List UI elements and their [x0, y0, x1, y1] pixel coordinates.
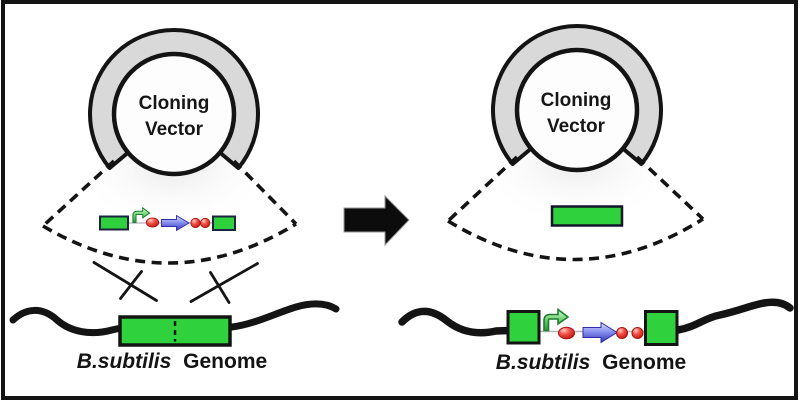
right-genome-line-left	[398, 307, 524, 337]
right-vector-label-line2: Vector	[547, 116, 606, 137]
right-gene-arrow-icon	[582, 321, 618, 344]
right-red-dot-1	[616, 327, 628, 339]
right-integrated-construct	[506, 308, 679, 346]
left-genome-label-species: B.subtilis	[77, 350, 172, 373]
crossover-1-short	[119, 270, 143, 300]
left-vector-circle	[111, 51, 237, 177]
left-genome-label: B.subtilis Genome	[77, 350, 267, 373]
right-genome-label-species: B.subtilis	[496, 351, 591, 374]
right-vector-label-line1: Cloning	[541, 90, 612, 111]
crossover-2-long	[189, 262, 259, 303]
left-homology-box-1	[99, 215, 129, 231]
right-genome-label-word: Genome	[602, 351, 686, 374]
right-vector-circle	[514, 47, 640, 173]
right-excised-fragment-box	[550, 205, 624, 227]
left-panel: Cloning Vector	[9, 27, 340, 373]
left-vector-label-line1: Cloning	[139, 93, 210, 114]
crossover-1-long	[92, 261, 158, 302]
right-homology-box-1	[506, 310, 541, 345]
right-wedge-arc	[447, 217, 704, 262]
right-red-oval	[558, 326, 575, 340]
left-red-dot-2	[200, 217, 211, 229]
left-insert-construct	[99, 207, 236, 232]
left-vector-label-line2: Vector	[145, 119, 204, 140]
left-crossover-marks	[92, 261, 259, 304]
left-red-oval	[145, 217, 160, 228]
right-panel: Cloning Vector B.subtilis Genome	[398, 23, 794, 374]
left-dashed-wedge	[41, 159, 298, 265]
transformation-arrow-icon	[343, 194, 410, 247]
right-genome-line-right	[660, 298, 794, 334]
left-red-dot-1	[190, 217, 201, 229]
left-gene-arrow-icon	[161, 214, 190, 232]
left-homology-box-2	[212, 215, 236, 231]
crossover-2-short	[209, 271, 231, 304]
right-genome-label: B.subtilis Genome	[496, 351, 686, 374]
left-genome-label-word: Genome	[183, 350, 267, 373]
left-wedge-arc	[42, 222, 297, 265]
right-red-dot-2	[631, 327, 644, 339]
right-dashed-wedge	[446, 155, 705, 262]
left-wedge-line-right	[232, 159, 298, 226]
right-homology-box-2	[644, 310, 679, 346]
right-wedge-line-right	[635, 155, 705, 221]
